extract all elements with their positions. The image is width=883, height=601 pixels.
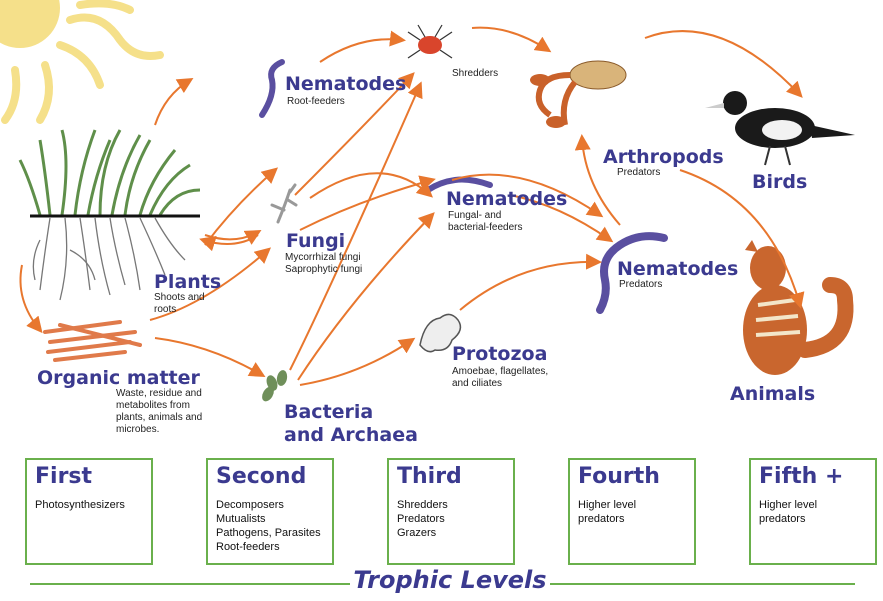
shredders-desc: Shredders <box>452 68 498 79</box>
protozoa-desc-line2: and ciliates <box>452 378 502 389</box>
nematodes-fungal-desc-line1: Fungal- and <box>448 210 501 221</box>
sun-icon <box>0 0 160 120</box>
trophic-level-title: Second <box>216 464 324 490</box>
bacteria-label-line1: Bacteria <box>284 401 373 423</box>
pseudoscorpion-icon <box>530 61 626 128</box>
footer-rule-left <box>30 583 350 585</box>
fungi-label: Fungi <box>286 230 345 252</box>
trophic-level-title: Third <box>397 464 505 490</box>
nematodes-predators-desc: Predators <box>619 279 662 290</box>
trophic-level-title: Fifth + <box>759 464 867 490</box>
trophic-level-desc: Decomposers Mutualists Pathogens, Parasi… <box>216 498 324 554</box>
nematodes-fungal-label: Nematodes <box>446 188 567 210</box>
birds-label: Birds <box>752 171 807 193</box>
plants-desc-line2: roots <box>154 304 176 315</box>
trophic-level-desc: Higher level predators <box>759 498 867 526</box>
nematodes-root-desc: Root-feeders <box>287 96 345 107</box>
trophic-level-title: First <box>35 464 143 490</box>
organic-matter-illustration <box>45 322 140 360</box>
nematodes-root-label: Nematodes <box>285 73 406 95</box>
trophic-level-first-box: First Photosynthesizers <box>25 458 153 565</box>
trophic-level-second-box: Second Decomposers Mutualists Pathogens,… <box>206 458 334 565</box>
fungi-desc-line1: Mycorrhizal fungi <box>285 252 361 263</box>
plants-label: Plants <box>154 271 221 293</box>
protozoa-label: Protozoa <box>452 343 547 365</box>
trophic-level-third-box: Third Shredders Predators Grazers <box>387 458 515 565</box>
fungi-icon <box>272 185 296 222</box>
arthropods-desc: Predators <box>617 167 660 178</box>
organic-matter-label: Organic matter <box>37 367 201 389</box>
nematode-root-feeder-icon <box>262 62 282 115</box>
trophic-level-title: Fourth <box>578 464 686 490</box>
trophic-level-desc: Higher level predators <box>578 498 686 526</box>
footer-title: Trophic Levels <box>350 566 550 594</box>
energy-flow-arrows <box>20 28 800 385</box>
protozoa-desc-line1: Amoebae, flagellates, <box>452 366 548 377</box>
organic-matter-desc-line3: plants, animals and <box>116 412 202 423</box>
animals-label: Animals <box>730 383 815 405</box>
bird-icon <box>705 91 855 165</box>
trophic-level-fourth-box: Fourth Higher level predators <box>568 458 696 565</box>
organic-matter-desc-line1: Waste, residue and <box>116 388 202 399</box>
trophic-level-desc: Shredders Predators Grazers <box>397 498 505 540</box>
bacteria-label-line2: and Archaea <box>284 424 418 446</box>
arthropods-label: Arthropods <box>603 146 724 168</box>
nematodes-fungal-desc-line2: bacterial-feeders <box>448 222 522 233</box>
numbat-icon <box>743 240 846 375</box>
trophic-level-desc: Photosynthesizers <box>35 498 143 512</box>
mite-icon <box>408 25 452 58</box>
organic-matter-desc-line2: metabolites from <box>116 400 190 411</box>
trophic-level-fifth-box: Fifth + Higher level predators <box>749 458 877 565</box>
footer-rule-right <box>550 583 855 585</box>
bacteria-icon <box>260 369 289 403</box>
plants-desc-line1: Shoots and <box>154 292 205 303</box>
organic-matter-desc-line4: microbes. <box>116 424 159 435</box>
nematodes-predators-label: Nematodes <box>617 258 738 280</box>
fungi-desc-line2: Saprophytic fungi <box>285 264 362 275</box>
